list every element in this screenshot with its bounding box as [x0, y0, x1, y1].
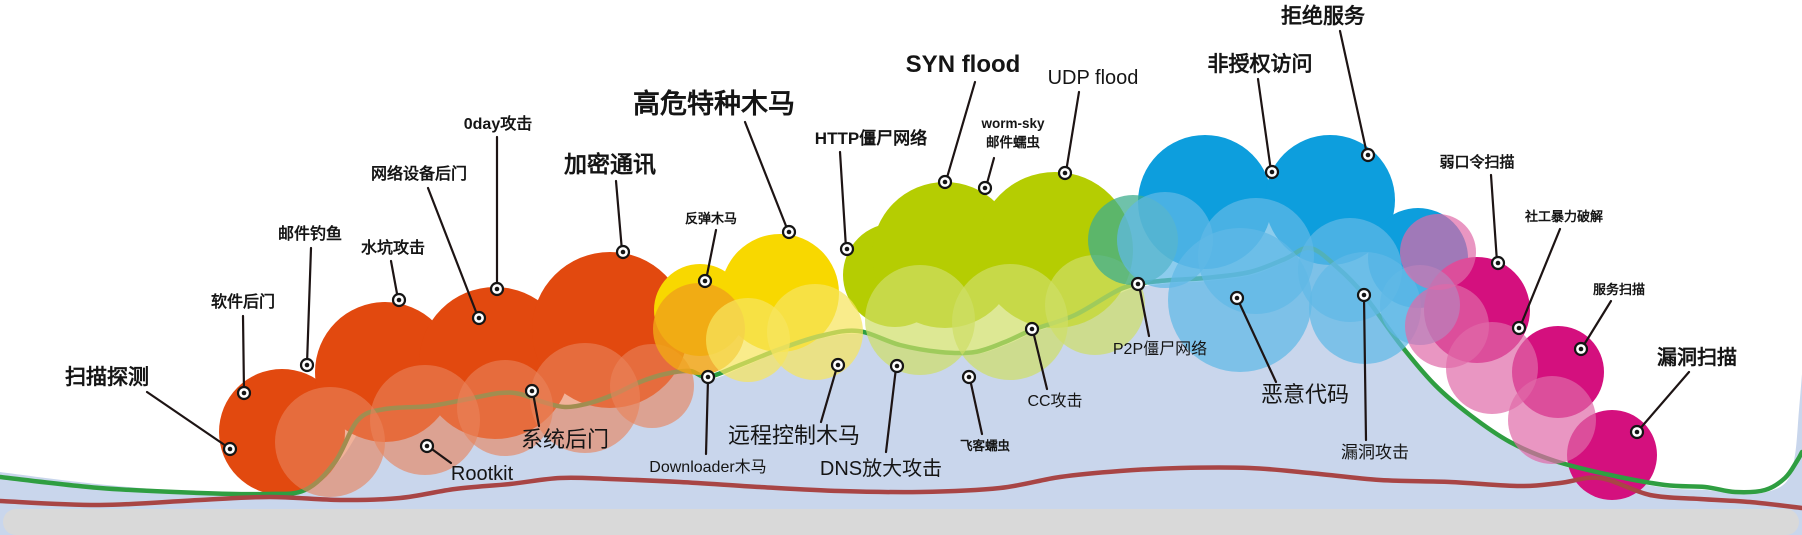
leader-line-vulnerability-scan [1636, 370, 1691, 433]
anchor-dot-core-malicious-code [1234, 295, 1240, 301]
anchor-dot-core-remote-control-trojan [835, 362, 841, 368]
label-udp-flood: UDP flood [1048, 67, 1139, 89]
leader-line-reverse-trojan [704, 228, 718, 282]
anchor-dot-core-vulnerability-scan [1634, 429, 1640, 435]
leader-line-social-brute-force [1518, 227, 1562, 329]
anchor-dot-core-cc-attack [1029, 326, 1035, 332]
leader-line-conficker-worm [968, 377, 984, 436]
leader-line-downloader-trojan [704, 377, 710, 456]
label-zero-day-attack: 0day攻击 [464, 114, 532, 133]
anchor-dot-core-unauthorized-access [1269, 169, 1275, 175]
threat-bubble-overlay [530, 343, 640, 453]
ground-band [3, 509, 1799, 535]
threat-bubble-overlay [275, 387, 385, 497]
threat-bubble-overlay [1446, 322, 1538, 414]
anchor-dot-core-http-botnet [844, 246, 850, 252]
label-social-brute-force: 社工暴力破解 [1524, 209, 1603, 224]
label-syn-flood: SYN flood [906, 51, 1021, 78]
anchor-dot-core-social-brute-force [1516, 325, 1522, 331]
label-scan-probe: 扫描探测 [65, 366, 149, 389]
label-remote-control-trojan: 远程控制木马 [728, 423, 860, 448]
label-service-scan: 服务扫描 [1593, 282, 1645, 297]
anchor-dot-core-rootkit [424, 443, 430, 449]
leader-line-weak-password-scan [1489, 173, 1499, 264]
label-malicious-code: 恶意代码 [1261, 382, 1349, 407]
leader-line-unauthorized-access [1256, 77, 1273, 173]
anchor-dot-core-scan-probe [227, 446, 233, 452]
anchor-dot-core-downloader-trojan [705, 374, 711, 380]
label-vulnerability-exploit: 漏洞攻击 [1341, 443, 1409, 462]
leader-line-scan-probe [145, 390, 231, 450]
label-high-risk-trojan: 高危特种木马 [633, 88, 795, 119]
label-cc-attack: CC攻击 [1027, 392, 1082, 410]
leader-line-vulnerability-exploit [1362, 295, 1368, 442]
label-reverse-trojan: 反弹木马 [685, 211, 737, 226]
leader-line-high-risk-trojan [743, 120, 790, 233]
threat-bubble-overlay [370, 365, 480, 475]
label-dns-amplification: DNS放大攻击 [820, 457, 942, 480]
leader-line-service-scan [1580, 299, 1613, 350]
threat-bubble-overlay [952, 264, 1068, 380]
leader-line-cc-attack [1031, 329, 1049, 391]
anchor-dot-core-p2p-botnet [1135, 281, 1141, 287]
anchor-dot-core-watering-hole [396, 297, 402, 303]
label-unauthorized-access: 非授权访问 [1208, 53, 1313, 76]
anchor-dot-core-high-risk-trojan [786, 229, 792, 235]
label-rootkit: Rootkit [451, 463, 514, 485]
anchor-dot-core-email-phishing [304, 362, 310, 368]
label-downloader-trojan: Downloader木马 [649, 458, 766, 476]
label-weak-password-scan: 弱口令扫描 [1439, 153, 1514, 171]
leader-line-encrypted-comm [614, 179, 624, 253]
leader-line-p2p-botnet [1137, 283, 1151, 338]
label-http-botnet: HTTP僵尸网络 [815, 128, 927, 148]
leader-line-system-backdoor [531, 391, 541, 428]
red-trend-line [0, 465, 1802, 511]
label-p2p-botnet: P2P僵尸网络 [1113, 339, 1207, 358]
leader-line-syn-flood [944, 80, 977, 183]
anchor-dot-core-worm-sky-mail-worm [982, 185, 988, 191]
leader-line-remote-control-trojan [819, 365, 839, 424]
anchor-dot-core-service-scan [1578, 346, 1584, 352]
anchor-dot-core-encrypted-comm [620, 249, 626, 255]
leader-line-software-backdoor [241, 314, 246, 394]
leader-line-dns-amplification [884, 366, 898, 454]
label-encrypted-comm: 加密通讯 [563, 151, 656, 177]
threat-bubble-overlay [1400, 214, 1476, 290]
anchor-dot-core-vulnerability-exploit [1361, 292, 1367, 298]
leader-line-udp-flood [1064, 90, 1081, 174]
anchor-dot-core-reverse-trojan [702, 278, 708, 284]
leader-line-watering-hole [389, 259, 400, 301]
leader-line-http-botnet [838, 150, 848, 250]
label-watering-hole: 水坑攻击 [361, 238, 425, 257]
threat-bubble-overlay [865, 265, 975, 375]
label-vulnerability-scan: 漏洞扫描 [1657, 345, 1737, 369]
leader-line-network-device-backdoor [426, 186, 480, 319]
label-network-device-backdoor: 网络设备后门 [371, 164, 467, 183]
anchor-dot-core-network-device-backdoor [476, 315, 482, 321]
label-system-backdoor: 系统后门 [521, 427, 609, 452]
label-conficker-worm: 飞客蠕虫 [960, 438, 1011, 453]
anchor-dot-core-zero-day-attack [494, 286, 500, 292]
leader-line-email-phishing [305, 246, 313, 366]
anchor-dot-core-denial-of-service [1365, 152, 1371, 158]
anchor-dot-core-conficker-worm [966, 374, 972, 380]
anchor-dot-core-udp-flood [1062, 170, 1068, 176]
anchor-dot-core-dns-amplification [894, 363, 900, 369]
anchor-dot-core-weak-password-scan [1495, 260, 1501, 266]
leader-line-malicious-code [1236, 298, 1278, 384]
label-denial-of-service: 拒绝服务 [1281, 4, 1366, 28]
anchor-dot-core-system-backdoor [529, 388, 535, 394]
threat-bubble-overlay [457, 360, 553, 456]
threat-bubble-overlay [767, 284, 863, 380]
anchor-dot-core-syn-flood [942, 179, 948, 185]
label-software-backdoor: 软件后门 [211, 292, 275, 311]
anchor-dot-core-software-backdoor [241, 390, 247, 396]
threat-bubble-overlay [1508, 376, 1596, 464]
label-email-phishing: 邮件钓鱼 [278, 224, 342, 243]
leader-line-denial-of-service [1338, 29, 1369, 156]
bubbles-tint [275, 192, 1596, 497]
